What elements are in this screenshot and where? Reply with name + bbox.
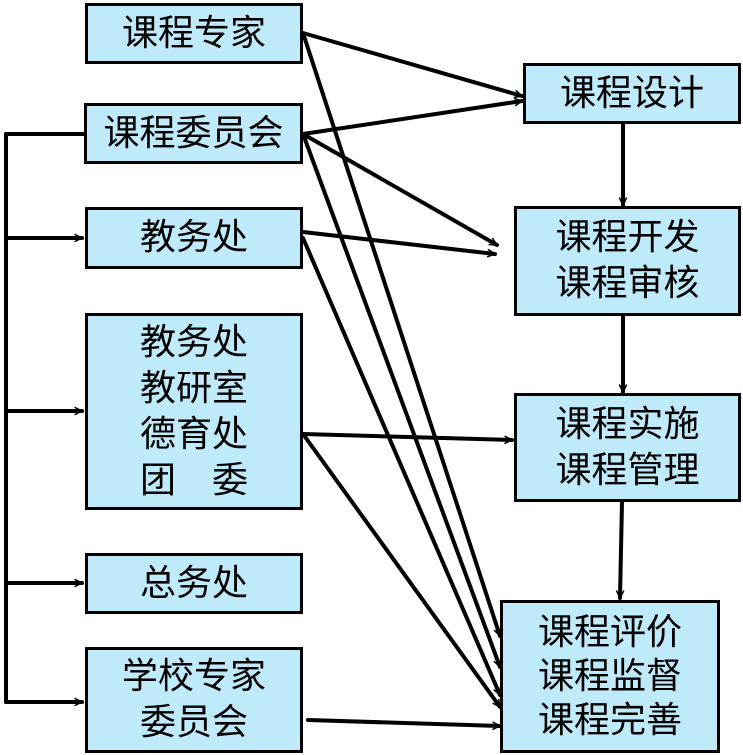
box-general-affairs: 总务处 (85, 553, 303, 614)
box-implement-manage: 课程实施 课程管理 (514, 393, 741, 502)
arrow-academic-to-evaluate (301, 236, 502, 697)
arrow-expert-to-design (301, 31, 524, 96)
box-develop-review-line-1: 课程开发 (555, 217, 700, 258)
box-academic-affairs-line-1: 教务处 (139, 217, 248, 258)
arrow-dept-to-evaluate (301, 432, 502, 709)
arrow-dept-to-implement (301, 432, 514, 440)
box-course-expert-line-1: 课程专家 (121, 12, 266, 54)
box-evaluate-line-3: 课程完善 (537, 699, 682, 741)
box-evaluate-line-1: 课程评价 (537, 611, 682, 653)
box-dept-group-line-4: 团 委 (139, 459, 248, 501)
arrow-committee-to-evaluate (301, 132, 502, 669)
box-implement-manage-line-1: 课程实施 (555, 403, 700, 445)
arrow-committee-to-develop (301, 132, 499, 247)
arrow-implement-to-evaluate (620, 500, 622, 600)
box-implement-manage-line-2: 课程管理 (555, 449, 700, 491)
box-academic-affairs: 教务处 (85, 207, 303, 269)
box-school-expert-committee-line-2: 委员会 (139, 702, 248, 743)
box-course-design: 课程设计 (523, 63, 741, 124)
box-evaluate-supervise-improve: 课程评价 课程监督 课程完善 (500, 600, 720, 753)
box-develop-review: 课程开发 课程审核 (514, 206, 741, 316)
box-evaluate-line-2: 课程监督 (537, 655, 682, 697)
box-dept-group-line-1: 教务处 (139, 321, 248, 363)
box-develop-review-line-2: 课程审核 (555, 263, 700, 304)
arrow-school-expert-to-evaluate (306, 718, 502, 726)
box-course-expert: 课程专家 (85, 3, 303, 64)
box-dept-group: 教务处 教研室 德育处 团 委 (85, 313, 303, 510)
box-school-expert-committee: 学校专家 委员会 (85, 647, 303, 753)
arrow-committee-to-design (301, 101, 524, 136)
box-general-affairs-line-1: 总务处 (139, 562, 248, 604)
box-course-committee: 课程委员会 (84, 103, 303, 164)
arrow-academic-to-develop (301, 230, 497, 254)
box-course-design-line-1: 课程设计 (559, 72, 704, 114)
box-school-expert-committee-line-1: 学校专家 (121, 656, 266, 697)
box-dept-group-line-2: 教研室 (139, 367, 248, 409)
box-course-committee-line-1: 课程委员会 (103, 112, 284, 154)
arrow-expert-to-evaluate (301, 31, 502, 638)
box-dept-group-line-3: 德育处 (139, 413, 248, 455)
